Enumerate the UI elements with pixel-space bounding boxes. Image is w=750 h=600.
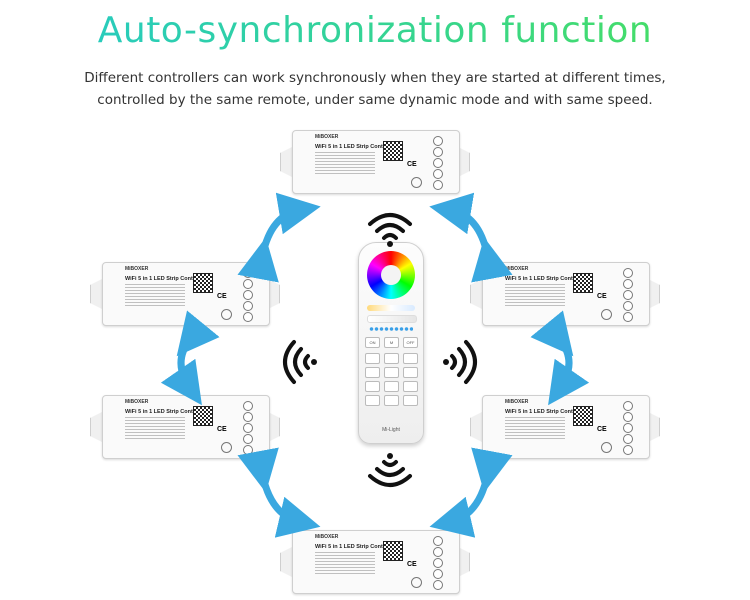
controller-name: WiFi 5 in 1 LED Strip Controller <box>505 409 587 415</box>
controller-brand: MiBOXER <box>315 534 339 540</box>
zone-key[interactable] <box>403 381 418 392</box>
zone-key[interactable] <box>403 367 418 378</box>
sync-arrow-icon <box>237 447 321 538</box>
qr-code-icon <box>383 541 403 561</box>
controller-brand: MiBOXER <box>315 134 339 140</box>
off-key[interactable]: OFF <box>403 337 418 348</box>
qr-code-icon <box>573 273 593 293</box>
remote-key[interactable] <box>365 353 380 364</box>
spec-text-block <box>125 417 185 439</box>
set-button[interactable] <box>411 177 422 188</box>
zone-key[interactable] <box>365 381 380 392</box>
controller-name: WiFi 5 in 1 LED Strip Controller <box>505 276 587 282</box>
controller-brand: MiBOXER <box>125 399 149 405</box>
sync-arrow-icon <box>237 192 321 283</box>
controller-brand: MiBOXER <box>505 399 529 405</box>
remote-key[interactable] <box>384 353 399 364</box>
set-button[interactable] <box>601 442 612 453</box>
remote-control: ON M OFF Mi-Light <box>358 242 424 444</box>
zone-key[interactable] <box>384 381 399 392</box>
speed-indicator <box>369 327 413 331</box>
ce-mark: CE <box>217 293 227 300</box>
subtitle-line-1: Different controllers can work synchrono… <box>84 70 666 86</box>
spec-text-block <box>505 284 565 306</box>
terminal-block <box>423 135 445 190</box>
terminal-block <box>613 267 635 322</box>
spec-text-block <box>315 152 375 174</box>
zone-key[interactable] <box>384 395 399 406</box>
remote-brand: Mi-Light <box>382 427 400 433</box>
spec-text-block <box>315 552 375 574</box>
controller-name: WiFi 5 in 1 LED Strip Controller <box>315 144 397 150</box>
ce-mark: CE <box>597 293 607 300</box>
set-button[interactable] <box>411 577 422 588</box>
controller-bottom: MiBOXER WiFi 5 in 1 LED Strip Controller… <box>280 530 470 594</box>
mode-key[interactable]: M <box>384 337 399 348</box>
wifi-icon <box>368 453 412 487</box>
controller-name: WiFi 5 in 1 LED Strip Controller <box>125 276 207 282</box>
terminal-block <box>423 535 445 590</box>
signal-right-icon <box>443 340 477 384</box>
sync-arrow-icon <box>429 447 513 538</box>
qr-code-icon <box>193 406 213 426</box>
ce-mark: CE <box>217 426 227 433</box>
spec-text-block <box>505 417 565 439</box>
set-button[interactable] <box>221 442 232 453</box>
zone-key[interactable] <box>403 395 418 406</box>
controller-top: MiBOXER WiFi 5 in 1 LED Strip Controller… <box>280 130 470 194</box>
zone-key[interactable] <box>365 395 380 406</box>
signal-left-icon <box>283 340 317 384</box>
controller-name: WiFi 5 in 1 LED Strip Controller <box>315 544 397 550</box>
ce-mark: CE <box>407 161 417 168</box>
brightness-slider[interactable] <box>367 315 417 323</box>
spec-text-block <box>125 284 185 306</box>
set-button[interactable] <box>221 309 232 320</box>
wifi-icon <box>368 213 412 247</box>
controller-brand: MiBOXER <box>125 266 149 272</box>
zone-key[interactable] <box>384 367 399 378</box>
ce-mark: CE <box>407 561 417 568</box>
qr-code-icon <box>573 406 593 426</box>
color-wheel[interactable] <box>367 251 415 299</box>
zone-key[interactable] <box>365 367 380 378</box>
color-temperature-slider[interactable] <box>367 305 415 311</box>
sync-arrow-icon <box>429 192 513 283</box>
sync-arrow-icon <box>160 310 220 406</box>
controller-brand: MiBOXER <box>505 266 529 272</box>
qr-code-icon <box>383 141 403 161</box>
qr-code-icon <box>193 273 213 293</box>
page-title: Auto-synchronization function <box>0 10 750 51</box>
remote-key[interactable] <box>403 353 418 364</box>
subtitle-line-2: controlled by the same remote, under sam… <box>97 92 653 108</box>
terminal-block <box>613 400 635 455</box>
sync-arrow-icon <box>530 310 590 406</box>
on-key[interactable]: ON <box>365 337 380 348</box>
set-button[interactable] <box>601 309 612 320</box>
ce-mark: CE <box>597 426 607 433</box>
controller-name: WiFi 5 in 1 LED Strip Controller <box>125 409 207 415</box>
